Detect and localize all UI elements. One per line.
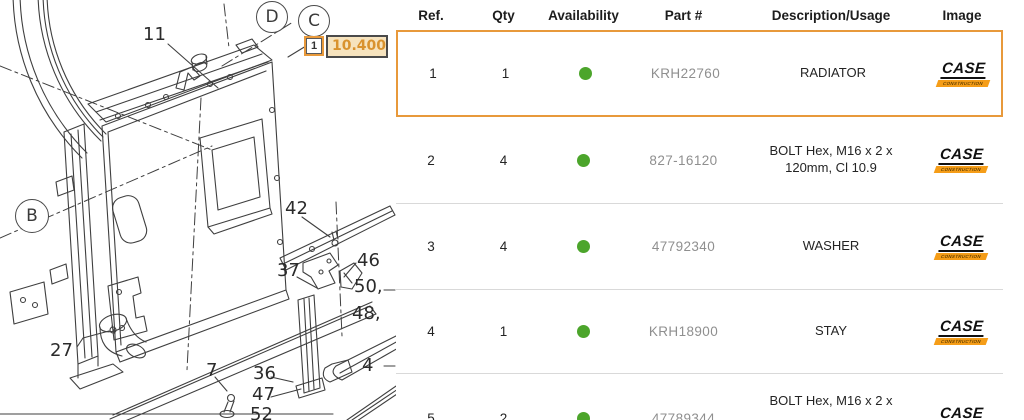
case-logo-text: CASE (938, 232, 986, 252)
col-header-availability: Availability (548, 7, 619, 23)
case-logo-band: CONSTRUCTION (933, 166, 989, 173)
col-header-part: Part # (664, 7, 703, 23)
diagram-ref-box-1[interactable]: 1 (304, 36, 324, 56)
case-logo-band: CONSTRUCTION (935, 79, 991, 87)
table-row-selected[interactable]: 1 1 KRH22760 RADIATOR CASE CONSTRUCTION (396, 30, 1003, 117)
ref-cell: 1 (429, 66, 437, 81)
qty-cell: 1 (501, 66, 510, 81)
part-ref-label-52[interactable]: 52 (250, 404, 273, 420)
ref-cell: 5 (427, 411, 435, 420)
part-ref-label-27[interactable]: 27 (50, 340, 73, 361)
in-stock-dot (577, 325, 590, 338)
col-header-image: Image (942, 7, 982, 23)
section-ref-box: 10.400 (326, 35, 388, 58)
image-cell: CASE CONSTRUCTION (921, 146, 1003, 173)
case-brand-logo: CASE CONSTRUCTION (931, 232, 993, 260)
case-logo-text: CASE (938, 317, 986, 337)
availability-cell (541, 240, 626, 253)
part-ref-label-11[interactable]: 11 (143, 24, 166, 45)
col-header-ref: Ref. (418, 7, 444, 23)
description-cell: BOLT Hex, M16 x 2 x 120mm, Cl 10.9 (769, 143, 893, 175)
table-row[interactable]: 3 4 47792340 WASHER CASE CONSTRUCTION (396, 203, 1003, 289)
parts-table: Ref. Qty Availability Part # Description… (396, 0, 1003, 420)
table-row[interactable]: 5 2 47789344 BOLT Hex, M16 x 2 x CASE CO… (396, 373, 1003, 420)
col-header-qty: Qty (492, 7, 515, 23)
case-logo-text: CASE (938, 146, 986, 165)
in-stock-dot (577, 412, 590, 420)
ref-cell: 3 (427, 239, 435, 254)
qty-cell: 4 (499, 239, 508, 254)
part-number: 47792340 (651, 239, 716, 254)
qty-cell: 1 (499, 324, 508, 339)
case-brand-logo: CASE CONSTRUCTION (931, 146, 993, 173)
case-logo-band: CONSTRUCTION (933, 252, 989, 260)
callout-b[interactable]: B (15, 199, 49, 233)
ref-cell: 2 (427, 152, 435, 168)
description-cell: RADIATOR (800, 65, 866, 81)
description-cell: BOLT Hex, M16 x 2 x (769, 393, 893, 409)
part-number: 827-16120 (649, 152, 718, 168)
case-brand-logo: CASE CONSTRUCTION (931, 405, 993, 420)
in-stock-dot (579, 67, 592, 80)
image-cell: CASE CONSTRUCTION (921, 232, 1003, 260)
part-ref-label-50[interactable]: 50, (354, 276, 383, 297)
part-ref-label-37[interactable]: 37 (277, 260, 300, 281)
table-header-row: Ref. Qty Availability Part # Description… (396, 0, 1003, 30)
qty-cell: 2 (499, 411, 508, 420)
image-cell: CASE CONSTRUCTION (923, 59, 1005, 87)
part-number: KRH18900 (648, 324, 719, 339)
case-logo-text: CASE (940, 59, 988, 79)
availability-cell (541, 325, 626, 338)
image-cell: CASE CONSTRUCTION (921, 317, 1003, 345)
description-cell: WASHER (802, 238, 860, 254)
part-number: 47789344 (651, 411, 716, 420)
callout-d[interactable]: D (256, 1, 288, 33)
col-header-description: Description/Usage (771, 7, 891, 23)
part-ref-label-7[interactable]: 7 (206, 360, 218, 381)
part-ref-label-46[interactable]: 46 (357, 250, 380, 271)
description-cell: STAY (814, 323, 848, 339)
part-ref-label-4[interactable]: 4 (362, 355, 374, 376)
table-row[interactable]: 4 1 KRH18900 STAY CASE CONSTRUCTION (396, 289, 1003, 373)
in-stock-dot (577, 153, 590, 167)
in-stock-dot (577, 240, 590, 253)
case-logo-band: CONSTRUCTION (933, 337, 989, 345)
availability-cell (541, 153, 626, 167)
qty-cell: 4 (499, 152, 508, 168)
case-brand-logo: CASE CONSTRUCTION (931, 317, 993, 345)
table-row[interactable]: 2 4 827-16120 BOLT Hex, M16 x 2 x 120mm,… (396, 117, 1003, 203)
ref-cell: 4 (427, 324, 435, 339)
part-number: KRH22760 (650, 66, 721, 81)
part-ref-label-47[interactable]: 47 (252, 384, 275, 405)
image-cell: CASE CONSTRUCTION (921, 405, 1003, 420)
availability-cell (541, 412, 626, 420)
exploded-parts-diagram: D C B 1 10.400 11 27 42 37 46 50, 48, 7 … (0, 0, 396, 420)
case-logo-text: CASE (938, 405, 986, 420)
case-brand-logo: CASE CONSTRUCTION (933, 59, 995, 87)
part-ref-label-42[interactable]: 42 (285, 198, 308, 219)
part-ref-label-48[interactable]: 48, (352, 303, 381, 324)
callout-c[interactable]: C (298, 5, 330, 37)
part-ref-label-36[interactable]: 36 (253, 363, 276, 384)
availability-cell (543, 67, 628, 80)
